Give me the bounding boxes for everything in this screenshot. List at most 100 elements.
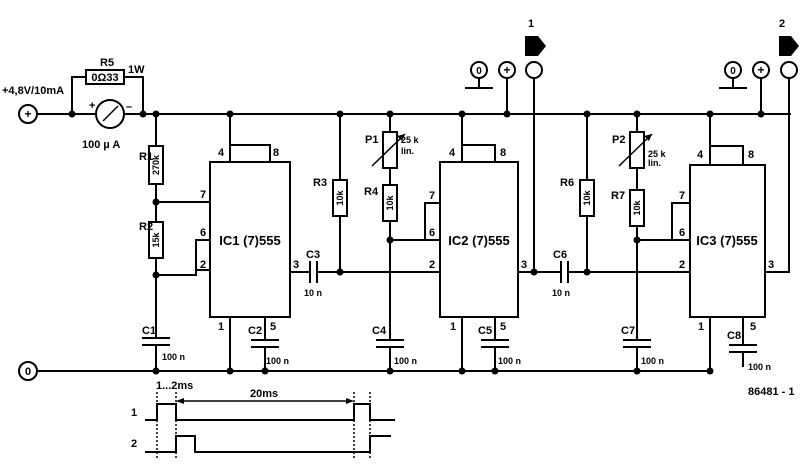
p1-potentiometer: P1 25 k lin. <box>365 113 420 169</box>
svg-text:1: 1 <box>218 321 224 333</box>
output-1: 1 <box>517 18 551 273</box>
svg-text:4: 4 <box>697 149 704 161</box>
svg-text:5: 5 <box>500 321 506 333</box>
svg-text:8: 8 <box>273 147 279 159</box>
svg-text:10k: 10k <box>335 190 345 206</box>
svg-text:R1: R1 <box>139 151 153 163</box>
svg-text:2: 2 <box>429 259 435 271</box>
svg-text:100 n: 100 n <box>394 356 417 366</box>
svg-text:R2: R2 <box>139 221 153 233</box>
svg-text:1: 1 <box>131 407 137 419</box>
supply-label: +4,8V/10mA <box>2 85 64 97</box>
svg-text:20ms: 20ms <box>250 388 278 400</box>
svg-text:2: 2 <box>131 438 137 450</box>
c4-capacitor: C4 100 n <box>372 325 417 372</box>
c8-capacitor: C8 100 n <box>727 316 771 372</box>
svg-text:+: + <box>503 63 510 77</box>
svg-text:270k: 270k <box>151 154 161 175</box>
svg-text:C6: C6 <box>553 249 567 261</box>
svg-text:+: + <box>24 107 31 121</box>
r4-resistor: 10k R4 <box>364 167 441 341</box>
svg-text:C2: C2 <box>248 325 262 337</box>
svg-text:P1: P1 <box>365 134 378 146</box>
svg-text:100 n: 100 n <box>748 362 771 372</box>
c5-capacitor: C5 100 n <box>478 316 521 372</box>
r7-resistor: 10k R7 <box>611 167 691 341</box>
svg-text:R7: R7 <box>611 190 625 202</box>
svg-text:0: 0 <box>730 66 736 77</box>
svg-text:5: 5 <box>270 321 276 333</box>
svg-text:1...2ms: 1...2ms <box>156 380 193 392</box>
svg-text:C5: C5 <box>478 325 492 337</box>
r3-resistor: 10k R3 <box>313 113 348 273</box>
svg-text:100 n: 100 n <box>162 352 185 362</box>
svg-text:+: + <box>89 100 95 112</box>
ic3-chip: IC3 (7)555 4 8 7 6 2 3 1 5 <box>679 113 774 372</box>
svg-text:6: 6 <box>429 227 435 239</box>
svg-text:10k: 10k <box>582 190 592 206</box>
svg-text:6: 6 <box>200 227 206 239</box>
svg-text:2: 2 <box>200 259 206 271</box>
svg-text:1W: 1W <box>128 64 145 76</box>
svg-text:lin.: lin. <box>648 158 661 168</box>
svg-text:10 n: 10 n <box>552 288 570 298</box>
svg-text:C1: C1 <box>142 325 156 337</box>
c6-capacitor: C6 10 n <box>549 249 691 298</box>
c1-capacitor: C1 100 n <box>142 325 185 372</box>
svg-text:5: 5 <box>750 321 756 333</box>
c2-capacitor: C2 100 n <box>248 316 289 372</box>
svg-text:R6: R6 <box>560 177 574 189</box>
test-terminals-2: 0 + <box>719 61 770 115</box>
svg-text:0Ω33: 0Ω33 <box>91 72 118 84</box>
svg-text:100 n: 100 n <box>641 356 664 366</box>
c7-capacitor: C7 100 n <box>621 325 664 372</box>
svg-text:100 n: 100 n <box>266 356 289 366</box>
svg-text:4: 4 <box>449 147 456 159</box>
svg-text:–: – <box>126 101 132 113</box>
svg-text:+: + <box>757 63 764 77</box>
svg-text:IC2 (7)555: IC2 (7)555 <box>448 233 509 248</box>
figure-code: 86481 - 1 <box>748 386 794 398</box>
ammeter: + – 100 µ A <box>82 99 132 151</box>
svg-text:IC1 (7)555: IC1 (7)555 <box>219 233 280 248</box>
svg-text:C7: C7 <box>621 325 635 337</box>
svg-text:10k: 10k <box>385 195 395 211</box>
svg-text:25 k: 25 k <box>648 149 667 159</box>
svg-text:R3: R3 <box>313 177 327 189</box>
svg-text:7: 7 <box>679 190 685 202</box>
ic2-chip: IC2 (7)555 4 8 7 6 2 3 1 5 <box>429 113 527 372</box>
svg-text:0: 0 <box>476 66 482 77</box>
r6-resistor: 10k R6 <box>560 113 595 273</box>
svg-text:2: 2 <box>779 18 785 30</box>
svg-text:10k: 10k <box>632 200 642 216</box>
svg-text:R4: R4 <box>364 186 379 198</box>
svg-text:IC3 (7)555: IC3 (7)555 <box>696 233 757 248</box>
svg-text:7: 7 <box>200 189 206 201</box>
svg-text:25 k: 25 k <box>401 135 420 145</box>
r5-resistor: 0Ω33 R5 1W <box>71 57 145 115</box>
r1-r2-network: 270k 15k <box>148 113 211 339</box>
svg-text:1: 1 <box>450 321 456 333</box>
svg-text:lin.: lin. <box>401 146 414 156</box>
svg-text:C4: C4 <box>372 325 387 337</box>
c3-capacitor: C3 10 n <box>289 249 441 298</box>
test-terminals-1: 0 + <box>465 61 516 115</box>
ground-terminal: 0 <box>18 361 38 381</box>
svg-text:7: 7 <box>429 190 435 202</box>
timing-diagram: 1...2ms 20ms 1 2 <box>131 380 395 460</box>
svg-text:6: 6 <box>679 227 685 239</box>
svg-text:C8: C8 <box>727 330 741 342</box>
svg-text:0: 0 <box>25 366 31 378</box>
supply-terminal: + <box>18 104 38 124</box>
svg-text:R5: R5 <box>100 57 114 69</box>
svg-text:3: 3 <box>521 259 527 271</box>
svg-text:4: 4 <box>218 147 225 159</box>
svg-text:C3: C3 <box>306 249 320 261</box>
output-2: 2 <box>764 18 799 273</box>
svg-text:10 n: 10 n <box>304 288 322 298</box>
svg-text:8: 8 <box>748 149 754 161</box>
ic1-chip: IC1 (7)555 4 8 7 6 2 3 1 5 <box>200 113 299 372</box>
svg-text:1: 1 <box>528 18 534 30</box>
svg-text:2: 2 <box>679 259 685 271</box>
